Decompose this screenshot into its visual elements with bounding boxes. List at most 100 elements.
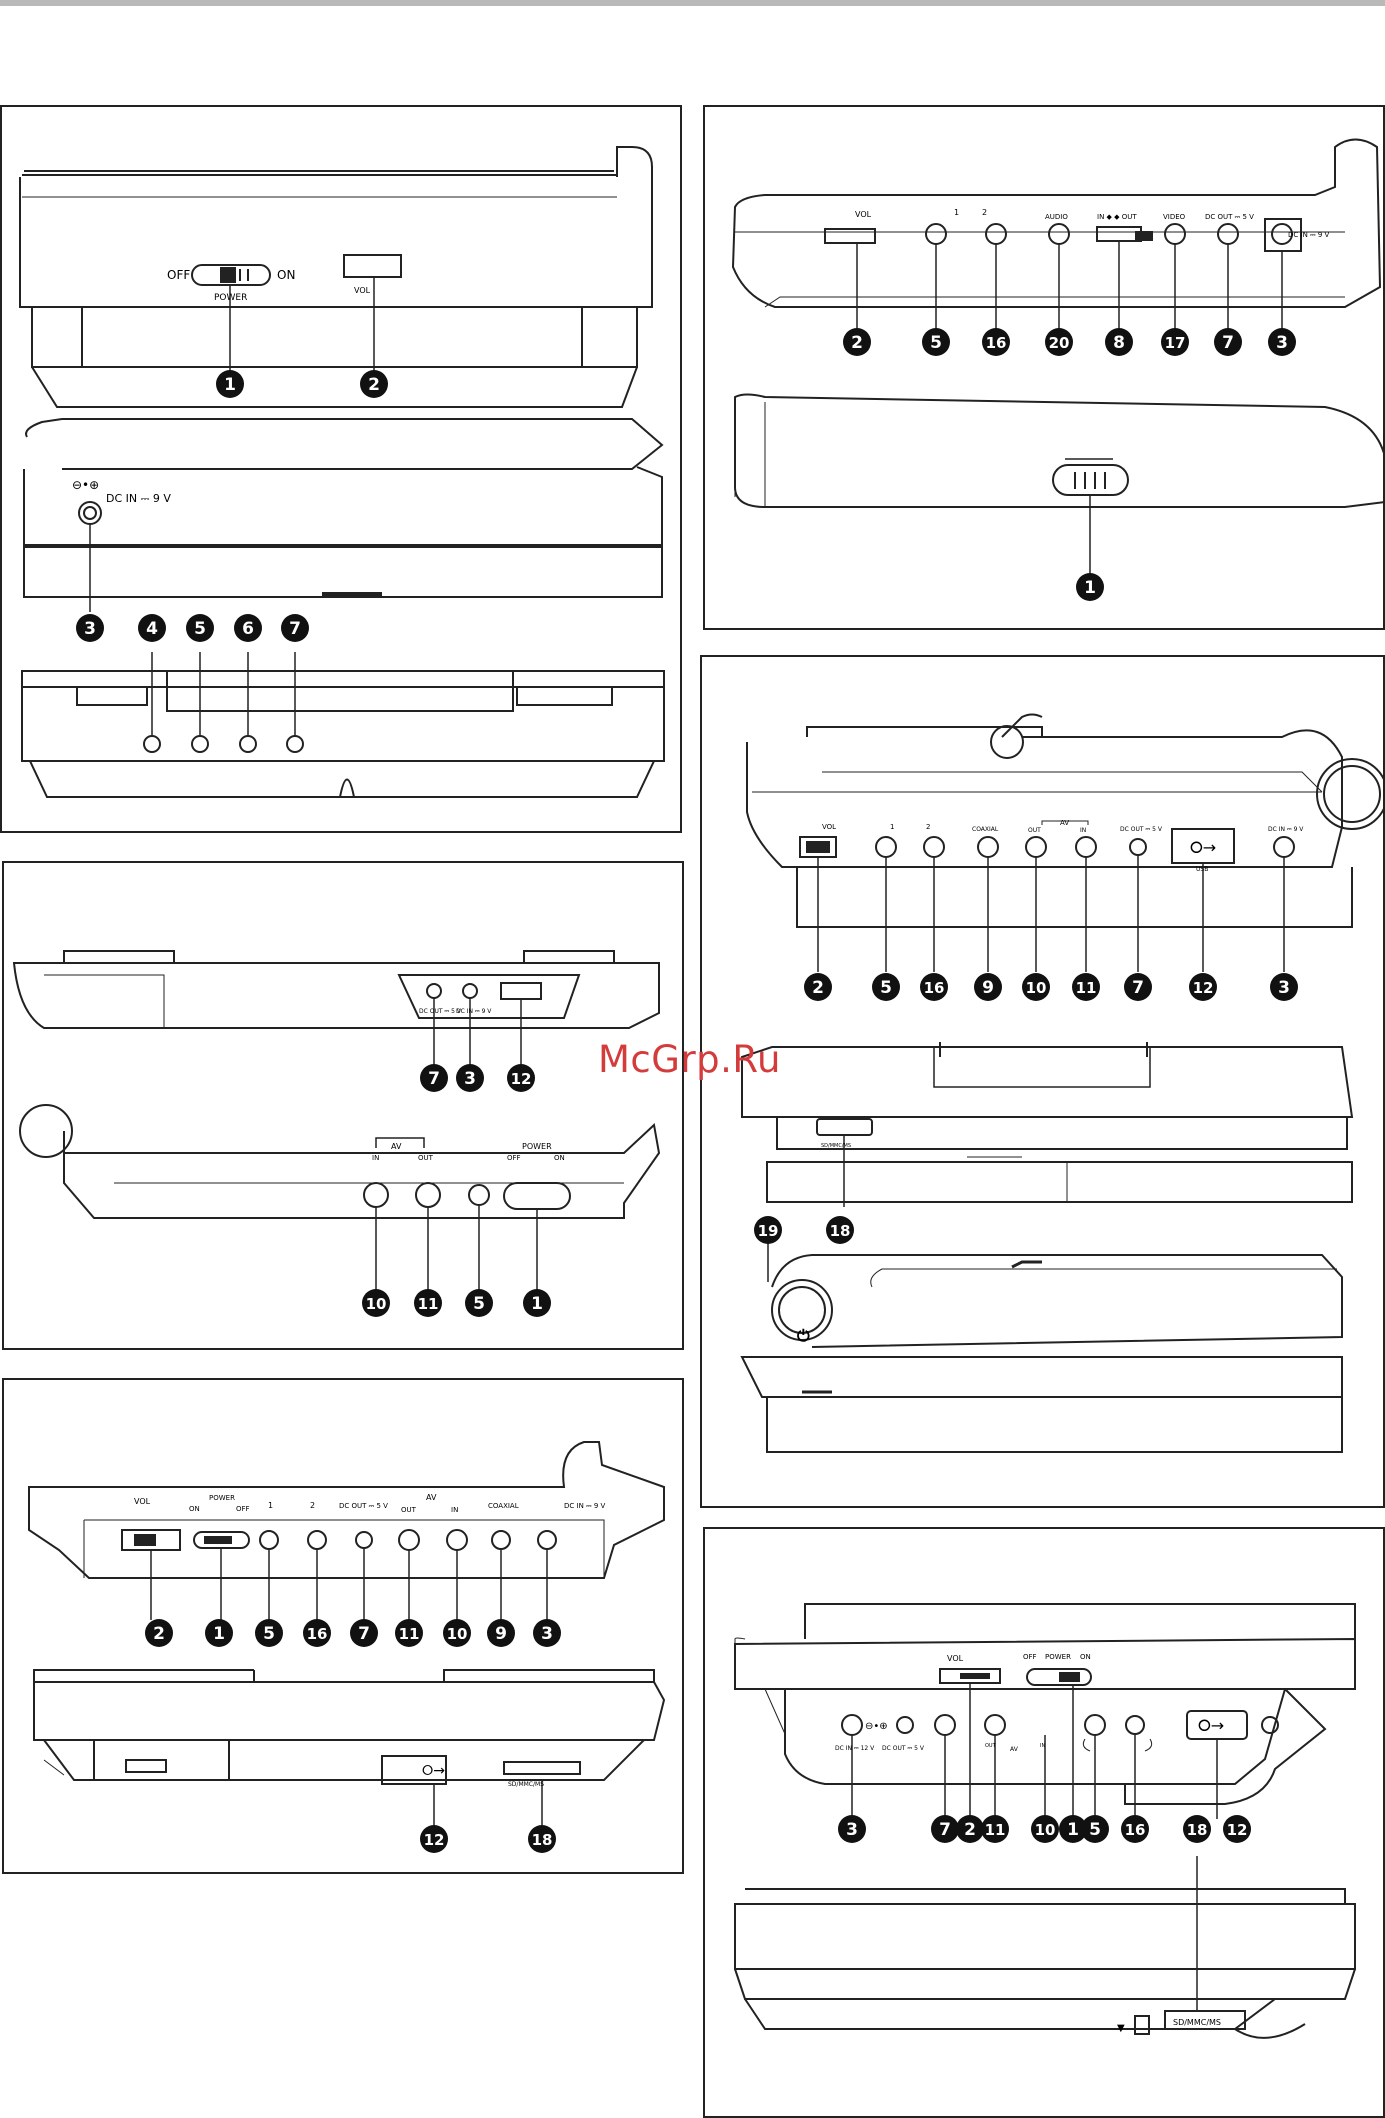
callouts-d: 2 5 16 9 10 11 7 12 3 18 19 bbox=[754, 973, 1298, 1244]
callout-number: 10 bbox=[1026, 979, 1047, 997]
callouts-a: 1 2 3 4 5 6 7 bbox=[76, 370, 388, 642]
callout-number: 12 bbox=[1227, 1821, 1248, 1839]
in-label: IN bbox=[1040, 1743, 1045, 1749]
vol-label: VOL bbox=[855, 210, 872, 219]
callouts-e: 2 1 5 16 7 11 10 9 3 12 18 bbox=[145, 1619, 561, 1853]
off-label: OFF bbox=[507, 1154, 521, 1162]
video-label: VIDEO bbox=[1163, 213, 1186, 221]
sd-label: SD/MMC/MS bbox=[1173, 2018, 1221, 2027]
dc-out-label: DC OUT ⎓ 5 V bbox=[339, 1502, 388, 1510]
av-label: AV bbox=[1060, 819, 1069, 827]
on-label: ON bbox=[1080, 1653, 1091, 1661]
in-label: IN bbox=[1080, 827, 1086, 834]
vol-label: VOL bbox=[822, 823, 836, 831]
dc-out-label: DC OUT ⎓ 5 V bbox=[1205, 213, 1254, 221]
jack-2-label: 2 bbox=[926, 823, 930, 831]
in-out-label: IN ◆ ◆ OUT bbox=[1097, 213, 1137, 221]
in-label: IN bbox=[372, 1154, 379, 1162]
power-label: POWER bbox=[522, 1142, 552, 1151]
callout-number: 3 bbox=[1278, 978, 1290, 998]
panel-device-e: VOL POWER ON OFF 1 2 DC OUT ⎓ 5 V AV OUT… bbox=[2, 1378, 684, 1874]
callout-number: 5 bbox=[1089, 1820, 1101, 1840]
callout-number: 18 bbox=[1187, 1821, 1208, 1839]
power-icon: ⏻ bbox=[797, 1326, 810, 1345]
vol-label: VOL bbox=[354, 286, 371, 295]
callout-number: 6 bbox=[242, 619, 254, 639]
device-a-drawing: OFF ON POWER VOL DC IN ⎓ 9 V ⊖•⊕ 1 2 3 4… bbox=[19, 146, 665, 798]
device-c-drawing: DC OUT ⎓ 5 V DC IN ⎓ 9 V AV IN OUT POWER… bbox=[12, 950, 661, 1317]
usb-icon: ⭘→ bbox=[422, 1763, 445, 1779]
callout-number: 7 bbox=[358, 1624, 370, 1644]
av-label: AV bbox=[1010, 1746, 1019, 1753]
callout-number: 16 bbox=[986, 334, 1007, 352]
coaxial-label: COAXIAL bbox=[972, 826, 999, 833]
callout-number: 2 bbox=[964, 1820, 976, 1840]
usb-icon: ⭘→ bbox=[1190, 838, 1216, 857]
callout-number: 11 bbox=[399, 1625, 420, 1643]
top-rule bbox=[0, 0, 1385, 6]
callout-number: 5 bbox=[880, 978, 892, 998]
callout-number: 1 bbox=[531, 1294, 543, 1314]
off-label: OFF bbox=[167, 268, 190, 282]
panel-device-a: OFF ON POWER VOL DC IN ⎓ 9 V ⊖•⊕ 1 2 3 4… bbox=[0, 105, 682, 833]
panel-device-d: ⏻ VOL 1 2 COAXIAL AV IN OUT DC OUT ⎓ 5 V… bbox=[700, 655, 1385, 1508]
callout-number: 18 bbox=[532, 1831, 553, 1849]
panel-device-b: VOL 1 2 AUDIO IN ◆ ◆ OUT VIDEO DC OUT ⎓ … bbox=[703, 105, 1385, 630]
callouts-f: 3 7 2 11 10 1 5 16 18 12 bbox=[838, 1815, 1251, 1843]
callout-number: 12 bbox=[424, 1831, 445, 1849]
callout-number: 16 bbox=[924, 979, 945, 997]
arrow-down-icon: ▼ bbox=[1117, 2023, 1125, 2034]
callout-number: 9 bbox=[495, 1624, 507, 1644]
dc-out-label: DC OUT ⎓ 5 V bbox=[1120, 826, 1163, 833]
in-label: IN bbox=[451, 1506, 458, 1514]
callout-number: 7 bbox=[428, 1069, 440, 1089]
callout-number: 10 bbox=[1035, 1821, 1056, 1839]
callout-number: 2 bbox=[153, 1624, 165, 1644]
out-label: OUT bbox=[401, 1506, 417, 1514]
callout-number: 8 bbox=[1113, 333, 1125, 353]
polarity-symbol: ⊖•⊕ bbox=[865, 1721, 888, 1732]
callout-number: 16 bbox=[307, 1625, 328, 1643]
usb-label: USB bbox=[1196, 866, 1208, 873]
dc-out-label: DC OUT ⎓ 5 V bbox=[419, 1008, 462, 1015]
jack-1-label: 1 bbox=[890, 823, 894, 831]
off-label: OFF bbox=[1023, 1653, 1037, 1661]
jack-1-label: 1 bbox=[268, 1501, 273, 1510]
coaxial-label: COAXIAL bbox=[488, 1502, 519, 1510]
callout-number: 10 bbox=[366, 1295, 387, 1313]
on-label: ON bbox=[189, 1505, 200, 1513]
out-label: OUT bbox=[418, 1154, 434, 1162]
dc-in-label: DC IN ⎓ 9 V bbox=[1288, 231, 1330, 239]
callout-number: 19 bbox=[758, 1222, 779, 1240]
off-label: OFF bbox=[236, 1505, 250, 1513]
jack-2-label: 2 bbox=[982, 208, 987, 217]
panel-device-f: VOL OFF POWER ON DC IN ⎓ 12 V DC OUT ⎓ 5… bbox=[703, 1527, 1385, 2118]
callout-number: 9 bbox=[982, 978, 994, 998]
callout-number: 16 bbox=[1125, 1821, 1146, 1839]
av-label: AV bbox=[426, 1493, 437, 1502]
device-b-drawing: VOL 1 2 AUDIO IN ◆ ◆ OUT VIDEO DC OUT ⎓ … bbox=[731, 138, 1383, 601]
device-d-drawing: ⏻ VOL 1 2 COAXIAL AV IN OUT DC OUT ⎓ 5 V… bbox=[740, 713, 1383, 1453]
callout-number: 5 bbox=[194, 619, 206, 639]
on-label: ON bbox=[277, 268, 295, 282]
callout-number: 11 bbox=[985, 1821, 1006, 1839]
power-label: POWER bbox=[209, 1494, 235, 1502]
dc-in-label: DC IN ⎓ 9 V bbox=[106, 492, 171, 505]
callout-number: 11 bbox=[1076, 979, 1097, 997]
power-label: POWER bbox=[214, 293, 247, 303]
callout-number: 10 bbox=[447, 1625, 468, 1643]
callout-number: 17 bbox=[1165, 334, 1186, 352]
callout-number: 7 bbox=[1222, 333, 1234, 353]
sd-label: SD/MMC/MS bbox=[821, 1143, 851, 1149]
callout-number: 11 bbox=[418, 1295, 439, 1313]
callout-number: 2 bbox=[851, 333, 863, 353]
callout-number: 7 bbox=[1132, 978, 1144, 998]
vol-label: VOL bbox=[134, 1497, 151, 1506]
sd-label: SD/MMC/MS bbox=[508, 1781, 544, 1788]
vol-label: VOL bbox=[947, 1654, 964, 1663]
out-label: OUT bbox=[985, 1743, 997, 1749]
callout-number: 3 bbox=[464, 1069, 476, 1089]
callout-number: 1 bbox=[224, 375, 236, 395]
on-label: ON bbox=[554, 1154, 565, 1162]
callout-number: 4 bbox=[146, 619, 158, 639]
